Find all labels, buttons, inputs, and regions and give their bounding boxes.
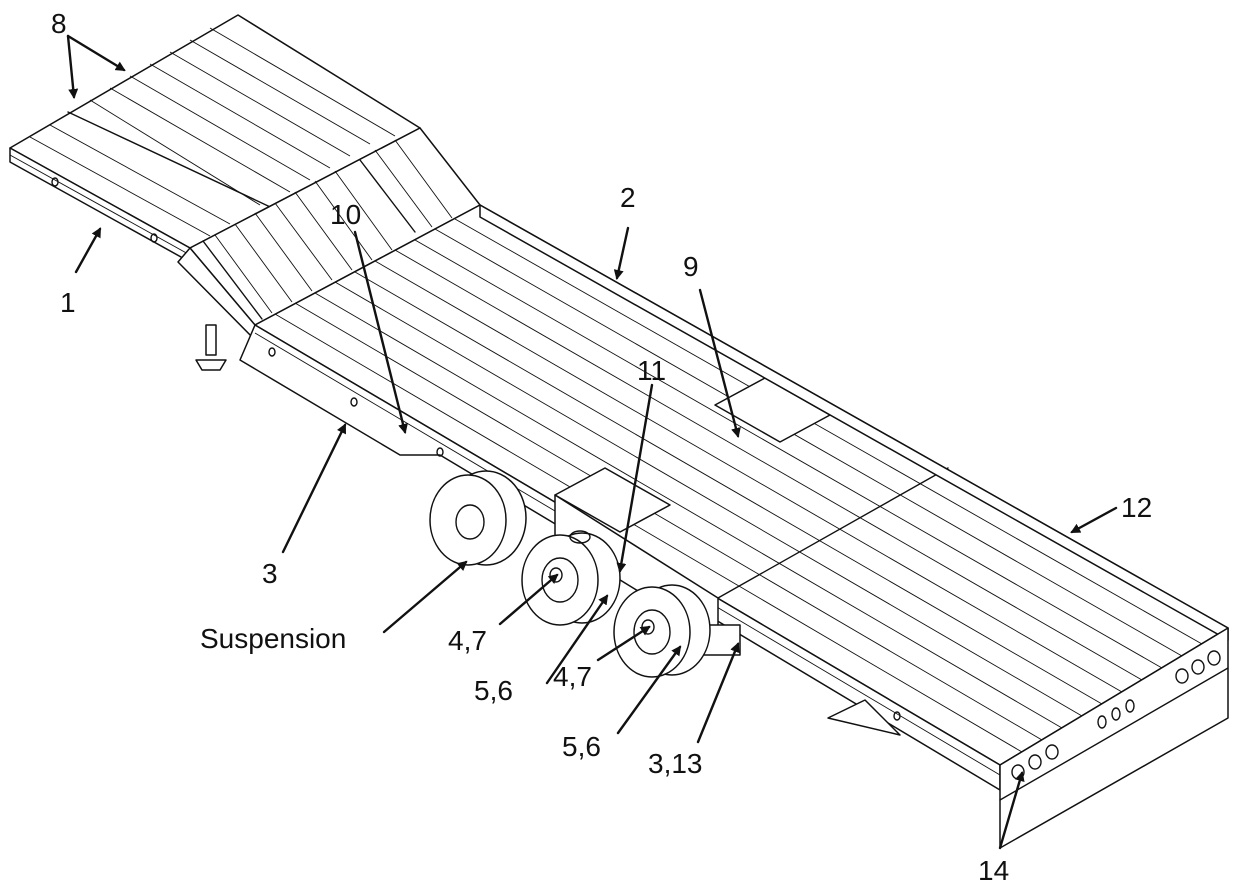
gooseneck-boards — [29, 27, 396, 237]
callout-5-6-b: 5,6 — [562, 731, 601, 762]
leader-2 — [613, 226, 630, 280]
leader-8a — [66, 34, 79, 99]
callout-14: 14 — [978, 855, 1009, 886]
wheel-set — [429, 470, 711, 678]
landing-gear — [195, 324, 227, 371]
trailer-body — [9, 14, 1229, 849]
wheel-middle — [521, 532, 621, 626]
callout-3: 3 — [262, 558, 278, 589]
transition-boards — [214, 139, 453, 314]
leader-12 — [1070, 506, 1118, 534]
main-deck-boards — [274, 218, 1203, 753]
callout-1: 1 — [60, 287, 76, 318]
deck-cutout-front — [554, 467, 671, 533]
callout-9: 9 — [683, 251, 699, 282]
leader-11 — [616, 383, 654, 573]
rear-face — [999, 627, 1229, 849]
fender-light — [569, 530, 591, 544]
leader-1 — [74, 227, 102, 274]
callout-4-7-a: 4,7 — [448, 625, 487, 656]
callout-labels: 8 1 10 2 9 11 12 3 Suspension 4,7 5,6 4,… — [51, 8, 1152, 886]
rear-ramp — [827, 699, 901, 736]
leader-9 — [698, 288, 741, 438]
callout-10: 10 — [330, 199, 361, 230]
leader-3 — [281, 423, 347, 554]
leader-47b — [596, 625, 651, 662]
deck-cross-seam — [717, 467, 949, 599]
callout-2: 2 — [620, 182, 636, 213]
main-deck — [254, 204, 1229, 766]
leader-56a — [545, 594, 609, 685]
callout-11: 11 — [637, 355, 666, 386]
wheel-front — [429, 470, 527, 566]
callout-8: 8 — [51, 8, 67, 39]
leader-313 — [696, 642, 740, 744]
wheel-rear — [613, 584, 711, 678]
leader-lines — [66, 34, 1118, 850]
callout-4-7-b: 4,7 — [553, 661, 592, 692]
rear-lights — [1011, 650, 1221, 780]
leader-47a — [498, 573, 559, 626]
callout-5-6-a: 5,6 — [474, 675, 513, 706]
leader-suspension — [382, 560, 468, 634]
leader-8b — [66, 34, 126, 72]
callout-12: 12 — [1121, 492, 1152, 523]
leader-14 — [998, 771, 1025, 850]
leader-10 — [353, 230, 408, 434]
callout-suspension: Suspension — [200, 623, 346, 654]
leader-56b — [616, 645, 682, 735]
callout-3-13: 3,13 — [648, 748, 703, 779]
